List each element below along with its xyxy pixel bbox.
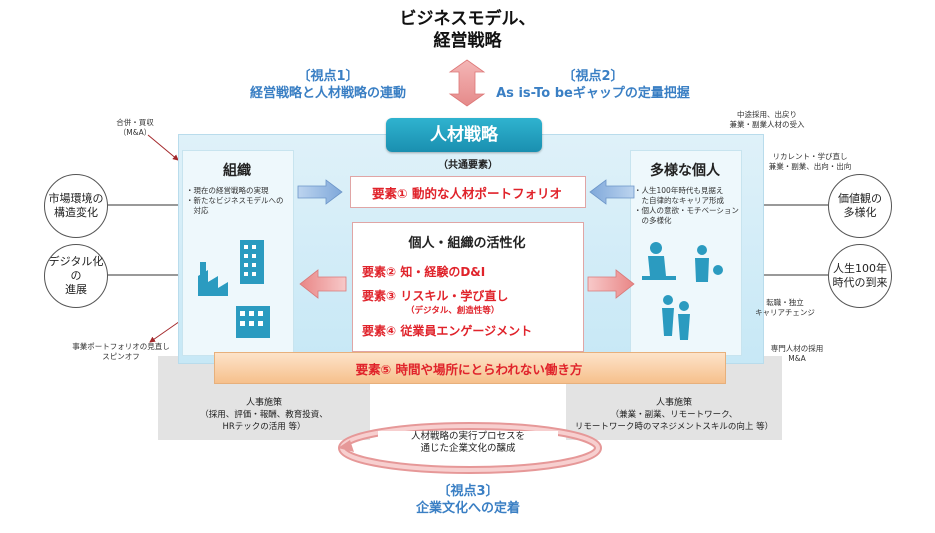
left-panel-title: 組織 <box>223 163 251 179</box>
left-bullet: 対応 <box>186 206 209 215</box>
viewpoint-2-label: 〔視点2〕 <box>562 69 624 84</box>
left-measures-line2: HRテックの活用 等） <box>222 422 306 432</box>
left-bullet: ・新たなビジネスモデルへの <box>186 196 284 205</box>
circle-text: 価値観の <box>838 192 882 205</box>
building-icon <box>198 240 270 338</box>
note-line: 兼業・副業人材の受入 <box>729 120 805 129</box>
top-title: ビジネスモデル、 経営戦略 <box>0 8 935 52</box>
circle-text: 人生100年 <box>833 262 887 275</box>
viewpoint-1-text: 経営戦略と人材戦略の連動 <box>249 86 406 101</box>
viewpoint-1-label: 〔視点1〕 <box>297 69 359 84</box>
blue-arrow-left-icon <box>589 179 635 205</box>
note-line: 専門人材の採用 <box>770 344 824 353</box>
right-bullet: の多様化 <box>634 216 672 225</box>
circle-text: 構造変化 <box>54 206 98 219</box>
circle-market-change: 市場環境の構造変化 <box>44 174 108 238</box>
double-arrow-vertical <box>448 59 486 107</box>
element-4: 要素④ 従業員エンゲージメント <box>362 324 533 338</box>
note-midcareer: 中途採用、出戻り兼業・副業人材の受入 <box>712 110 822 130</box>
right-panel-bullets: ・人生100年時代も見据え た自律的なキャリア形成 ・個人の意欲・モチベーション… <box>634 186 744 226</box>
left-bullet: ・現在の経営戦略の実現 <box>186 186 269 195</box>
element-2: 要素② 知・経験のD&I <box>362 265 486 279</box>
viewpoint-1: 〔視点1〕 経営戦略と人材戦略の連動 <box>228 68 428 102</box>
viewpoint-2: 〔視点2〕 As is-To beギャップの定量把握 <box>478 68 708 102</box>
viewpoint-2-text: As is-To beギャップの定量把握 <box>496 86 690 101</box>
note-line: 転職・独立 <box>766 298 804 307</box>
activation-box <box>352 222 584 352</box>
circle-text: 多様化 <box>843 206 877 219</box>
note-line: キャリアチェンジ <box>755 308 815 317</box>
common-elements-label: （共通要素） <box>438 160 498 171</box>
activation-title: 個人・組織の活性化 <box>408 236 526 251</box>
note-portfolio: 事業ポートフォリオの見直しスピンオフ <box>56 342 186 362</box>
right-bullet: た自律的なキャリア形成 <box>634 196 724 205</box>
right-measures-line1: （兼業・副業、リモートワーク、 <box>610 410 738 420</box>
pink-arrow-left-icon <box>299 269 347 299</box>
cycle-ring-icon <box>338 422 602 474</box>
viewpoint-3: 〔視点3〕 企業文化への定着 <box>368 483 568 517</box>
strategy-banner: 人材戦略 <box>386 118 542 152</box>
element-1-box <box>350 176 586 208</box>
right-bullet: ・人生100年時代も見据え <box>634 186 724 195</box>
circle-text: 進展 <box>65 283 87 296</box>
note-line: 合併・買収 <box>116 118 154 127</box>
viewpoint-3-text: 企業文化への定着 <box>415 501 520 516</box>
element-1: 要素① 動的な人材ポートフォリオ <box>372 186 562 201</box>
viewpoint-3-label: 〔視点3〕 <box>437 484 499 499</box>
note-line: （M&A） <box>118 128 152 137</box>
cycle-text: 人材戦略の実行プロセスを 通じた企業文化の醸成 <box>378 431 558 455</box>
note-line: 中途採用、出戻り <box>737 110 797 119</box>
element-5: 要素⑤ 時間や場所にとらわれない働き方 <box>355 362 583 377</box>
right-measures-title: 人事施策 <box>655 398 692 408</box>
circle-text: 市場環境の <box>48 192 104 205</box>
right-panel-title: 多様な個人 <box>650 163 720 179</box>
right-bullet: ・個人の意欲・モチベーション <box>634 206 739 215</box>
cycle-text-line2: 通じた企業文化の醸成 <box>420 443 516 454</box>
left-panel-bullets: ・現在の経営戦略の実現 ・新たなビジネスモデルへの 対応 <box>186 186 294 216</box>
circle-text: デジタル化の <box>48 255 104 282</box>
note-line: 事業ポートフォリオの見直し <box>72 342 170 351</box>
note-recurrent: リカレント・学び直し兼業・副業、出向・出向 <box>760 152 860 172</box>
cycle-text-line1: 人材戦略の実行プロセスを <box>410 431 525 442</box>
top-title-line1: ビジネスモデル、 <box>399 9 536 29</box>
blue-arrow-right-icon <box>297 179 343 205</box>
top-title-line2: 経営戦略 <box>433 31 502 51</box>
right-measures: 人事施策 （兼業・副業、リモートワーク、 リモートワーク時のマネジメントスキルの… <box>566 395 782 432</box>
circle-text: 時代の到来 <box>832 276 888 289</box>
circle-digitalization: デジタル化の進展 <box>44 244 108 308</box>
circle-values-diversity: 価値観の多様化 <box>828 174 892 238</box>
note-ma: 合併・買収（M&A） <box>100 118 170 138</box>
note-line: リカレント・学び直し <box>772 152 848 161</box>
element-3: 要素③ リスキル・学び直し <box>362 289 509 303</box>
left-measures: 人事施策 （採用、評価・報酬、教育投資、 HRテックの活用 等） <box>158 395 370 432</box>
right-measures-line2: リモートワーク時のマネジメントスキルの向上 等） <box>574 422 774 432</box>
circle-100-year-life: 人生100年時代の到来 <box>828 244 892 308</box>
element-5-bar <box>214 352 726 384</box>
note-line: M&A <box>788 354 806 363</box>
note-line: 兼業・副業、出向・出向 <box>768 162 852 171</box>
pink-arrow-right-icon <box>587 269 635 299</box>
note-line: スピンオフ <box>102 352 140 361</box>
left-measures-title: 人事施策 <box>245 398 282 408</box>
note-job-change: 転職・独立キャリアチェンジ <box>740 298 830 318</box>
people-icon <box>642 242 723 340</box>
element-3-sub: （デジタル、創造性等） <box>406 306 500 316</box>
left-measures-line1: （採用、評価・報酬、教育投資、 <box>200 410 328 420</box>
